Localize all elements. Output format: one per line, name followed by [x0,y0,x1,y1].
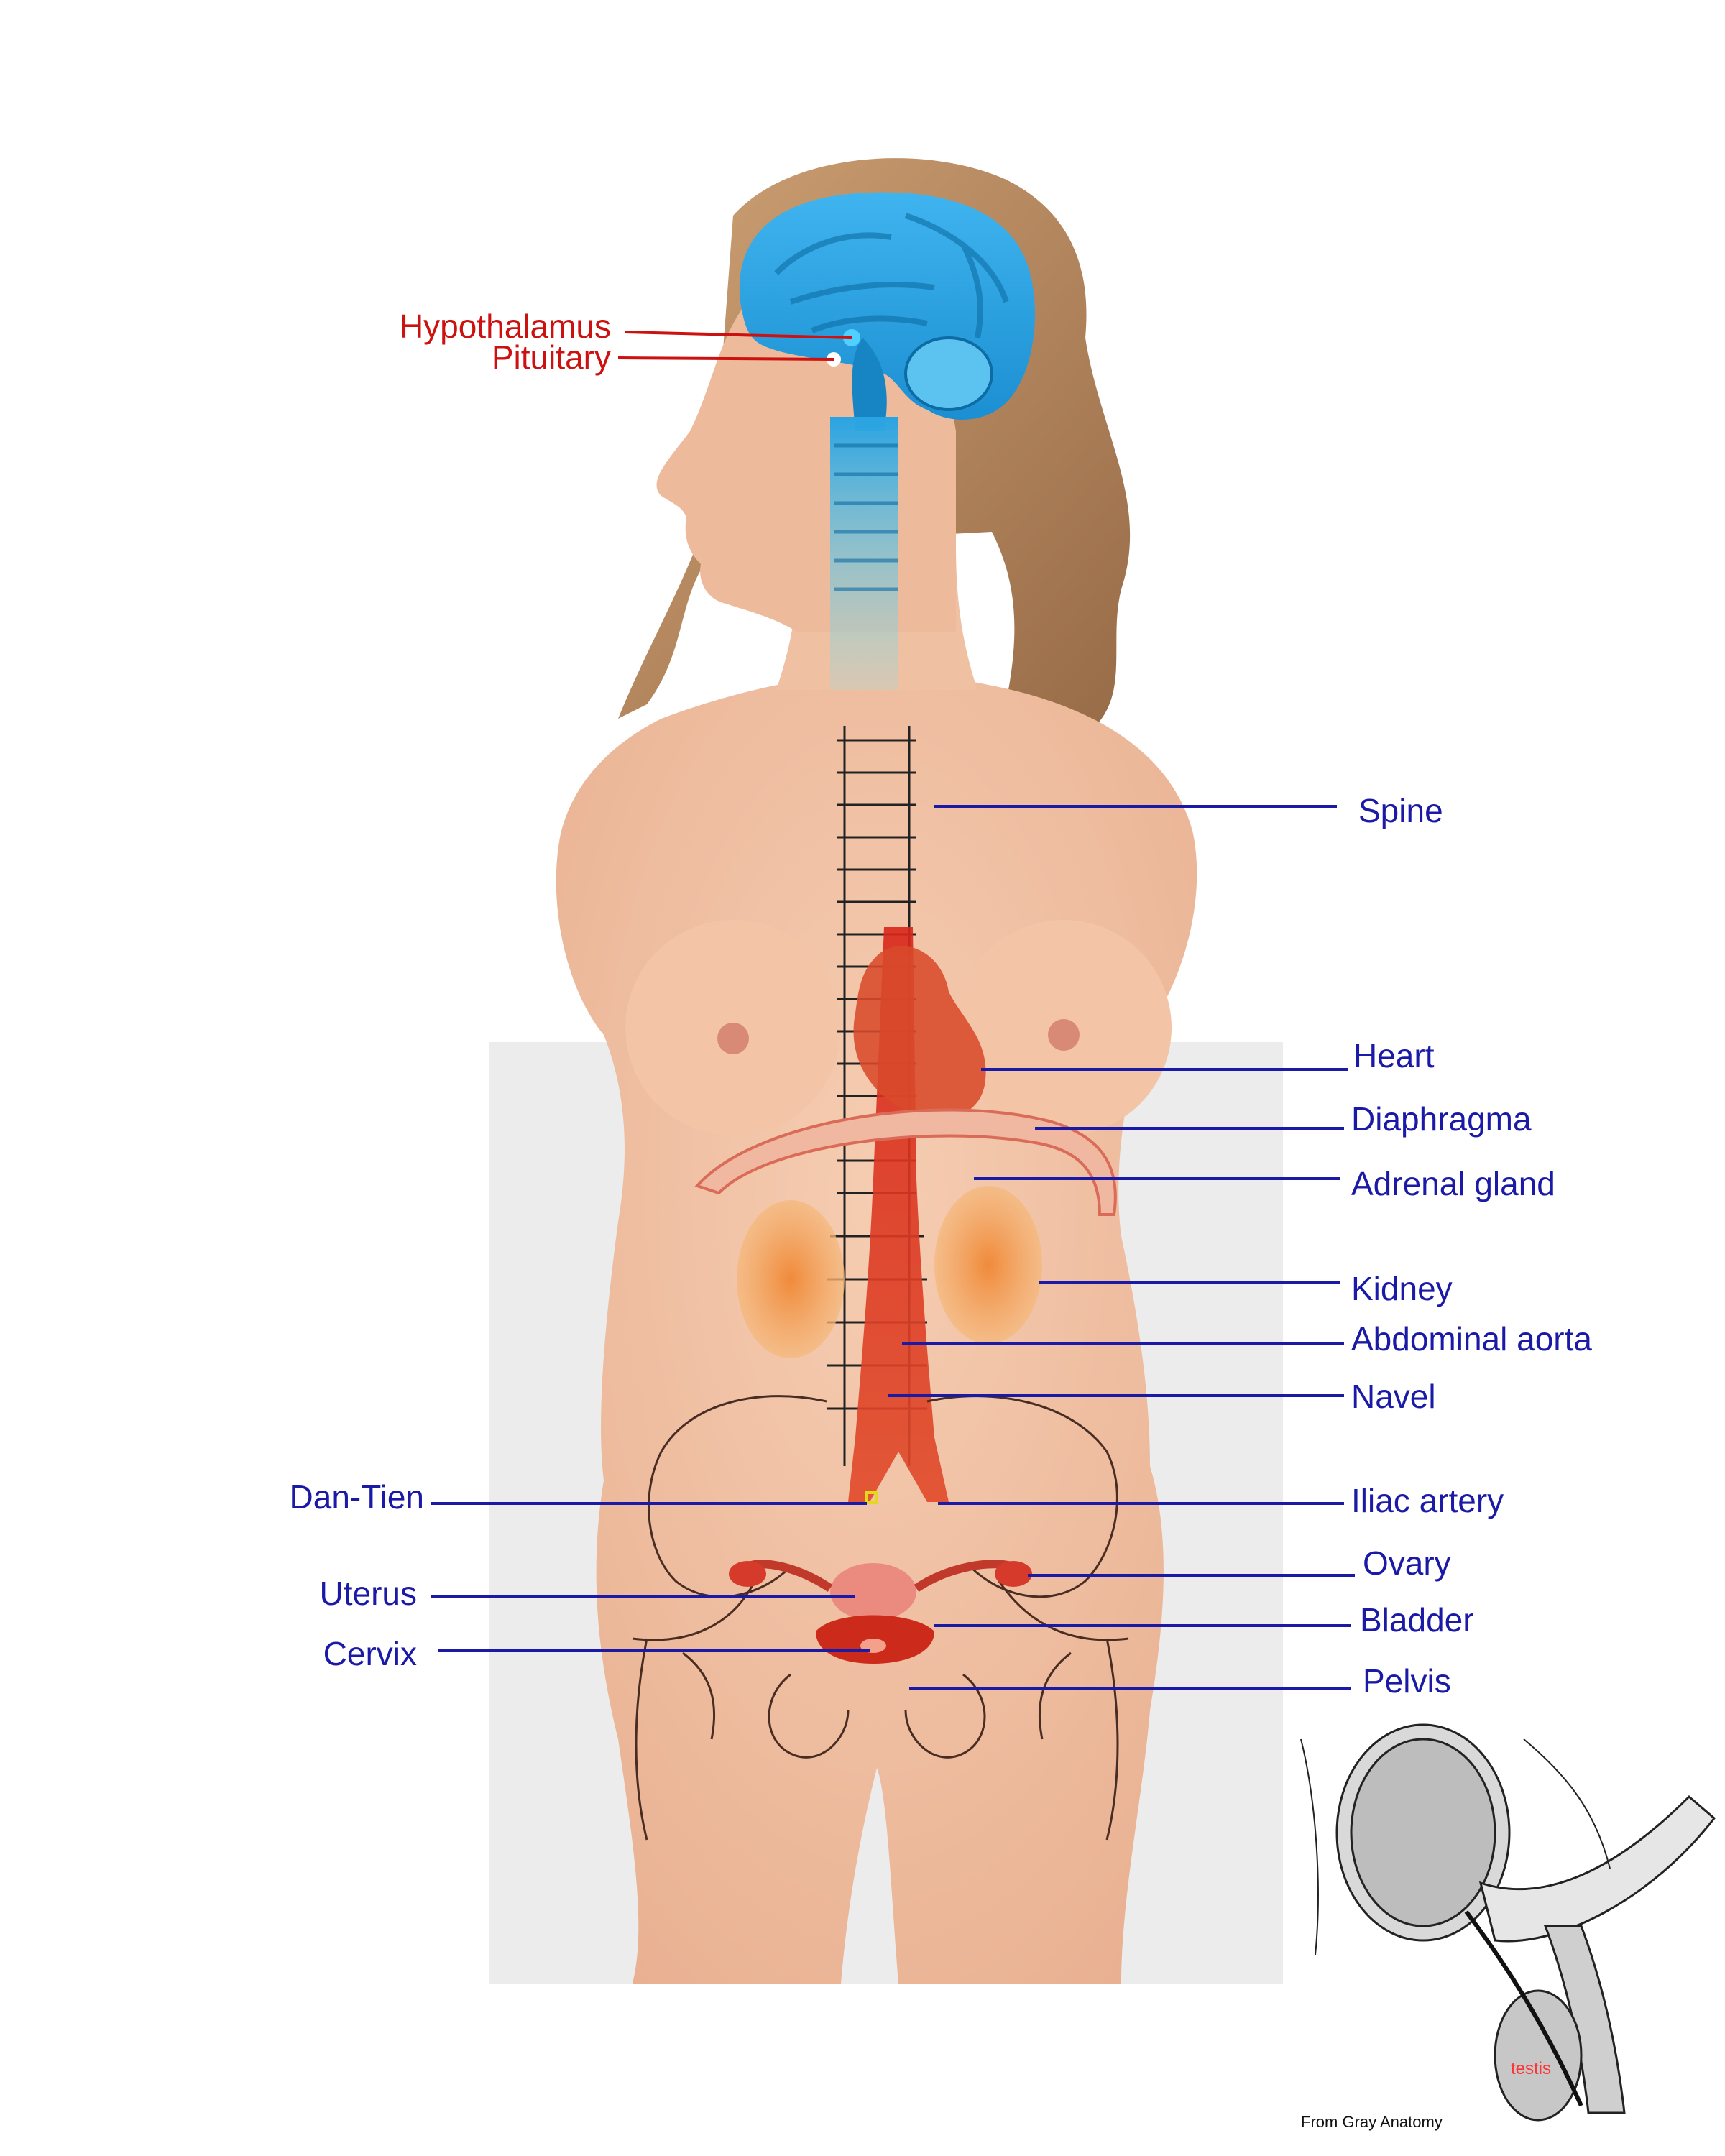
label-heart: Heart [1353,1037,1435,1074]
label-bladder: Bladder [1360,1601,1474,1639]
uterus [830,1563,916,1621]
aorta [848,927,949,1502]
left-ovary [729,1561,766,1587]
label-pelvis: Pelvis [1363,1662,1451,1700]
label-pituitary: Pituitary [491,338,611,376]
label-kidney: Kidney [1351,1270,1453,1307]
cerebellum [904,336,993,411]
right-nipple [1048,1019,1080,1051]
left-nipple [717,1023,749,1054]
label-navel: Navel [1351,1378,1436,1415]
left-kidney [737,1200,845,1358]
body-leader-lines [431,805,1355,1690]
brainstem [852,338,887,431]
label-iliac-artery: Iliac artery [1351,1482,1504,1519]
inset-testis-label: testis [1511,2059,1552,2078]
heart [853,946,986,1119]
label-diaphragma: Diaphragma [1351,1100,1532,1138]
dan-tien-marker [865,1491,878,1504]
label-uterus: Uterus [319,1575,417,1612]
brain-folds [774,213,1009,338]
label-adrenal-gland: Adrenal gland [1351,1165,1555,1202]
right-kidney [934,1186,1042,1344]
gray-anatomy-inset [1300,1723,1716,2122]
label-hypothalamus: Hypothalamus [399,308,611,345]
label-dan-tien: Dan-Tien [289,1478,424,1516]
right-ovary [995,1561,1032,1587]
brain-leader-lines [617,331,852,361]
inset-credit: From Gray Anatomy [1301,2113,1443,2131]
label-cervix: Cervix [323,1635,417,1672]
diaphragm [694,1108,1117,1216]
label-abdominal-aorta: Abdominal aorta [1351,1320,1592,1358]
cervical-vertebrae [834,443,898,591]
label-ovary: Ovary [1363,1544,1451,1582]
label-spine: Spine [1358,792,1443,829]
cervical-spine [830,417,898,690]
